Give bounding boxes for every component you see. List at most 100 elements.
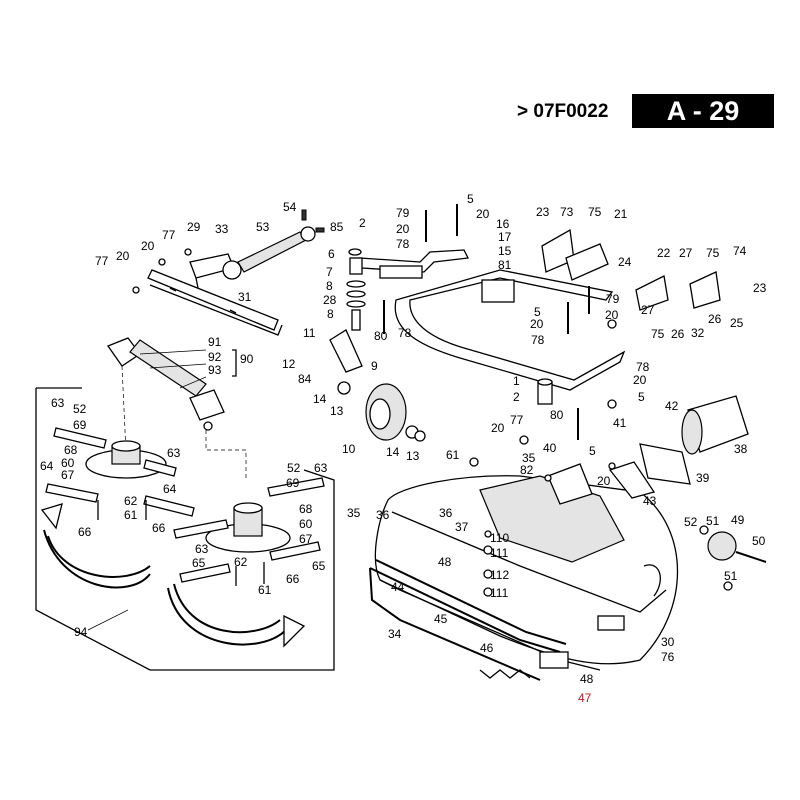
callout-6: 6: [328, 247, 335, 261]
callout-68: 68: [299, 502, 313, 516]
callout-81: 81: [498, 258, 512, 272]
callout-92: 92: [208, 350, 222, 364]
callout-111: 111: [490, 546, 509, 560]
callout-112: 112: [490, 568, 509, 582]
callout-75: 75: [651, 327, 665, 341]
callout-1: 1: [513, 374, 520, 388]
callout-66: 66: [286, 572, 300, 586]
callout-110: 110: [490, 531, 509, 545]
callout-20: 20: [396, 222, 410, 236]
callout-73: 73: [560, 205, 574, 219]
callout-52: 52: [73, 402, 87, 416]
callout-62: 62: [234, 555, 248, 569]
caster-wheel-10: [329, 329, 426, 442]
callout-54: 54: [283, 200, 297, 214]
callout-45: 45: [434, 612, 448, 626]
callout-28: 28: [323, 293, 337, 307]
callout-60: 60: [61, 456, 75, 470]
callout-20: 20: [605, 308, 619, 322]
callout-23: 23: [536, 205, 550, 219]
callout-68: 68: [64, 443, 78, 457]
callout-78: 78: [636, 360, 650, 374]
callout-20: 20: [530, 317, 544, 331]
callout-5: 5: [638, 390, 645, 404]
callout-14: 14: [386, 445, 400, 459]
callout-63: 63: [314, 461, 328, 475]
callout-46: 46: [480, 641, 494, 655]
callout-64: 64: [40, 459, 54, 473]
callout-38: 38: [734, 442, 748, 456]
rotation-arrow-right: [167, 583, 306, 648]
callout-12: 12: [282, 357, 296, 371]
callout-15: 15: [498, 244, 512, 258]
callout-67: 67: [299, 532, 313, 546]
callout-48: 48: [580, 672, 594, 686]
callout-26: 26: [708, 312, 722, 326]
callout-14: 14: [313, 392, 327, 406]
callout-84: 84: [298, 372, 312, 386]
chute-38: [608, 395, 749, 499]
callout-79: 79: [606, 292, 620, 306]
callout-94: 94: [74, 625, 88, 639]
callout-78: 78: [531, 333, 545, 347]
callout-93: 93: [208, 363, 222, 377]
callout-20: 20: [476, 207, 490, 221]
callout-53: 53: [256, 220, 270, 234]
drive-shaft-53: [222, 209, 325, 280]
lift-arm-2: [359, 249, 515, 303]
callout-20: 20: [633, 373, 647, 387]
callout-111: 111: [490, 586, 509, 600]
callout-36: 36: [439, 506, 453, 520]
callout-77: 77: [510, 413, 524, 427]
roller-49: [707, 531, 767, 563]
callout-69: 69: [73, 418, 87, 432]
callout-42: 42: [665, 399, 679, 413]
callout-10: 10: [342, 442, 356, 456]
callout-22: 22: [657, 246, 671, 260]
drive-guard-31: [147, 269, 283, 336]
callout-65: 65: [312, 559, 326, 573]
blade-hub-right: [173, 477, 325, 586]
callout-75: 75: [706, 246, 720, 260]
callout-29: 29: [187, 220, 201, 234]
callout-50: 50: [752, 534, 766, 548]
callout-77: 77: [162, 228, 176, 242]
callout-52: 52: [684, 515, 698, 529]
callout-27: 27: [679, 246, 693, 260]
callout-62: 62: [124, 494, 138, 508]
callout-43: 43: [643, 494, 657, 508]
callout-63: 63: [195, 542, 209, 556]
callout-5: 5: [589, 444, 596, 458]
catalog-reference: > 07F0022: [517, 101, 609, 122]
callout-66: 66: [152, 521, 166, 535]
page-code-badge: A - 29: [632, 94, 774, 128]
callout-67: 67: [61, 468, 75, 482]
callout-32: 32: [691, 326, 705, 340]
rotation-arrow-left: [40, 503, 151, 589]
callout-16: 16: [496, 217, 510, 231]
callout-17: 17: [498, 230, 512, 244]
callout-51: 51: [706, 514, 720, 528]
callout-78: 78: [398, 326, 412, 340]
callout-23: 23: [753, 281, 767, 295]
callout-66: 66: [78, 525, 92, 539]
callout-61: 61: [258, 583, 272, 597]
callout-34: 34: [388, 627, 402, 641]
callout-47: 47: [578, 691, 592, 705]
callout-25: 25: [730, 316, 744, 330]
callout-8: 8: [327, 307, 334, 321]
callout-69: 69: [286, 476, 300, 490]
callout-75: 75: [588, 205, 602, 219]
callout-90: 90: [240, 352, 254, 366]
callout-41: 41: [613, 416, 627, 430]
callout-85: 85: [330, 220, 344, 234]
callout-21: 21: [614, 207, 628, 221]
callout-5: 5: [534, 305, 541, 319]
callout-20: 20: [116, 249, 130, 263]
callout-20: 20: [597, 474, 611, 488]
callout-27: 27: [641, 303, 655, 317]
hinge-brackets-21-74: [541, 228, 721, 311]
blade-hub-left: [45, 427, 195, 520]
callout-13: 13: [406, 449, 420, 463]
